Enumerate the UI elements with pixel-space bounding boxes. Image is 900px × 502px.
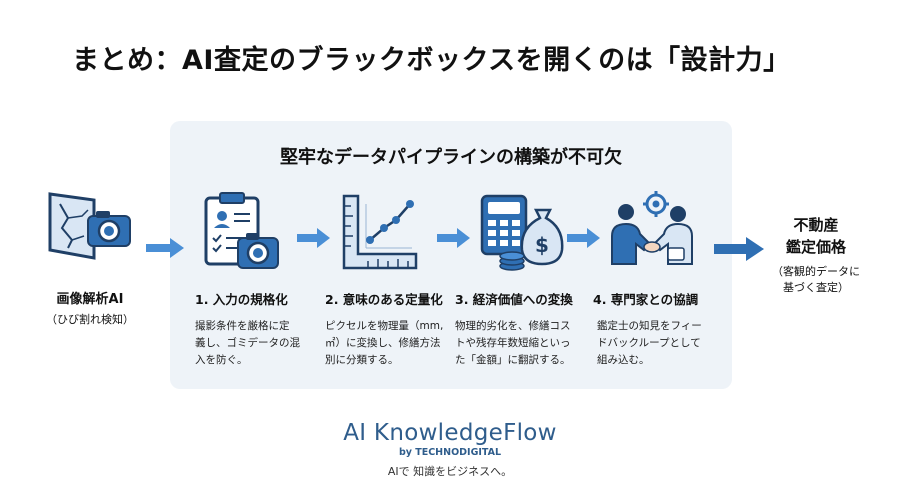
step-4-title: 4. 専門家との協調	[593, 292, 699, 307]
brand-tagline: AIで 知識をビジネスへ。	[387, 465, 513, 478]
flow-arrow-4	[567, 228, 600, 248]
brand-logo: AI KnowledgeFlow by TECHNODIGITAL AIで 知識…	[250, 420, 650, 479]
output-line-4: 基づく査定）	[783, 281, 849, 294]
calculator-money-icon: $	[480, 194, 564, 271]
output-label: 不動産 鑑定価格 （客観的データに 基づく査定）	[756, 214, 876, 296]
step-3-title: 3. 経済価値への変換	[455, 292, 573, 307]
brand-name: AI KnowledgeFlow	[343, 420, 557, 446]
ruler-graph-icon	[342, 194, 418, 270]
step-4-description: 鑑定士の知見をフィー ドバックループとして 組み込む。	[597, 320, 702, 366]
flow-arrow-5	[714, 237, 764, 261]
step-2-title: 2. 意味のある定量化	[325, 292, 443, 307]
page-title: まとめ：AI査定のブラックボックスを開くのは「設計力」	[72, 45, 791, 76]
step-3-description: 物理的劣化を、修繕コス トや残存年数短縮といっ た「金額」に翻訳する。	[455, 320, 571, 366]
handshake-gear-icon	[611, 191, 693, 265]
step-2-description: ピクセルを物理量（mm, ㎡）に変換し、修繕方法 別に分類する。	[325, 320, 444, 366]
flow-arrow-3	[437, 228, 470, 248]
svg-text:$: $	[535, 233, 549, 257]
cracked-wall-camera-icon	[48, 192, 131, 260]
output-line-3: （客観的データに	[772, 265, 860, 278]
step-1-title: 1. 入力の規格化	[195, 292, 288, 307]
flow-arrow-2	[297, 228, 330, 248]
input-title: 画像解析AI	[56, 292, 124, 307]
input-subtitle: （ひび割れ検知）	[46, 313, 134, 326]
clipboard-camera-icon	[204, 192, 279, 269]
output-line-2: 鑑定価格	[785, 238, 846, 256]
panel-title: 堅牢なデータパイプラインの構築が不可欠	[280, 147, 622, 168]
step-1-description: 撮影条件を厳格に定 義し、ゴミデータの混 入を防ぐ。	[195, 320, 300, 366]
brand-by: by TECHNODIGITAL	[398, 447, 502, 458]
flow-arrow-1	[146, 238, 184, 258]
input-label: 画像解析AI （ひび割れ検知）	[30, 288, 150, 327]
output-line-1: 不動産	[793, 216, 839, 234]
